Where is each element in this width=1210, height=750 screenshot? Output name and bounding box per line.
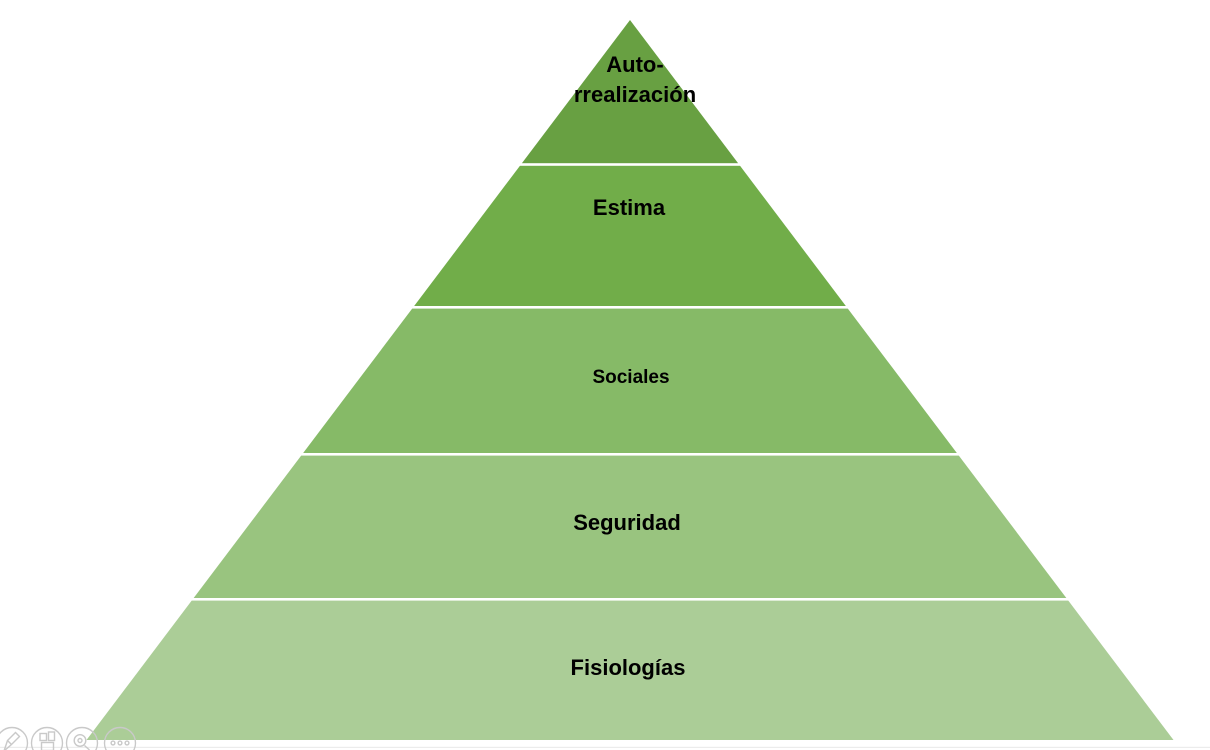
viewer-toolbar [0,726,137,750]
more-options-icon[interactable] [103,726,137,750]
bottom-divider [0,746,1210,748]
pyramid-level-estima [413,164,847,307]
pyramid-label-auto-rrealizacion: Auto- rrealización [574,50,696,110]
label-line-1: Auto- [606,52,664,77]
pyramid-label-seguridad: Seguridad [573,510,681,535]
pyramid-label-estima: Estima [592,195,666,220]
collage-icon[interactable] [30,726,64,750]
pyramid-label-fisiologias: Fisiologías [570,655,686,680]
level-separators [0,163,1210,601]
zoom-icon[interactable] [65,726,99,750]
pyramid-level-auto-rrealizacion [521,20,739,164]
pyramid-level-fisiologias [86,599,1174,740]
pyramid-label-sociales: Sociales [592,367,670,388]
pyramid-level-sociales [302,307,958,454]
label-line-2: rrealización [573,82,697,107]
pyramid-level-seguridad [192,454,1068,599]
pen-icon[interactable] [0,726,29,750]
